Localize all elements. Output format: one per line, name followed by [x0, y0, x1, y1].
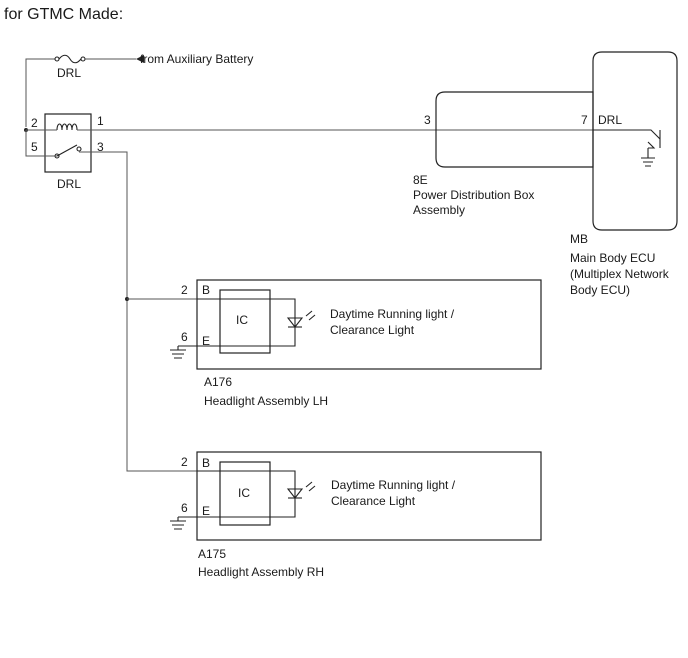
- ecu-name-line1: Main Body ECU: [570, 251, 655, 265]
- headlight-lh: [170, 279, 542, 370]
- rh-ic-label: IC: [238, 486, 250, 500]
- rh-pin-e-num: 6: [181, 501, 188, 515]
- rh-code: A175: [198, 547, 226, 561]
- ecu-ground-icon: [641, 157, 655, 167]
- relay-label: DRL: [57, 177, 81, 191]
- lh-name: Headlight Assembly LH: [204, 394, 328, 408]
- diagram-title: for GTMC Made:: [4, 6, 123, 23]
- main-body-ecu: [592, 51, 678, 231]
- rh-name: Headlight Assembly RH: [198, 565, 324, 579]
- lh-pin-e-num: 6: [181, 330, 188, 344]
- ground-icon: [170, 520, 186, 530]
- lh-code: A176: [204, 375, 232, 389]
- pdb-pin-3: 3: [424, 113, 431, 127]
- rh-pin-e: E: [202, 504, 210, 518]
- ecu-name-line2: (Multiplex Network: [570, 267, 670, 281]
- rh-desc-line2: Clearance Light: [331, 494, 416, 508]
- ground-icon: [170, 349, 186, 359]
- relay-pin-2: 2: [31, 116, 38, 130]
- ecu-pin-7: 7: [581, 113, 588, 127]
- ecu-pin-label: DRL: [598, 113, 622, 127]
- rh-pin-b: B: [202, 456, 210, 470]
- rh-desc-line1: Daytime Running light /: [331, 478, 456, 492]
- fuse: [25, 54, 144, 127]
- relay-wires: [24, 128, 593, 472]
- ecu-transistor: [593, 129, 661, 158]
- fuse-label: DRL: [57, 66, 81, 80]
- drl-relay: [44, 113, 92, 173]
- pdb-name-line1: Power Distribution Box: [413, 188, 534, 202]
- relay-pin-1: 1: [97, 114, 104, 128]
- lh-desc-line1: Daytime Running light /: [330, 307, 455, 321]
- battery-source-label: from Auxiliary Battery: [140, 52, 253, 66]
- relay-pin-3: 3: [97, 140, 104, 154]
- headlight-rh: [170, 451, 542, 541]
- relay-pin-5: 5: [31, 140, 38, 154]
- pdb-code: 8E: [413, 173, 428, 187]
- rh-pin-b-num: 2: [181, 455, 188, 469]
- power-distribution-box: [435, 91, 594, 168]
- lh-pin-e: E: [202, 334, 210, 348]
- lh-desc-line2: Clearance Light: [330, 323, 415, 337]
- pdb-name-line2: Assembly: [413, 203, 465, 217]
- lh-ic-label: IC: [236, 313, 248, 327]
- ecu-code: MB: [570, 232, 588, 246]
- lh-pin-b: B: [202, 283, 210, 297]
- ecu-name-line3: Body ECU): [570, 283, 630, 297]
- lh-pin-b-num: 2: [181, 283, 188, 297]
